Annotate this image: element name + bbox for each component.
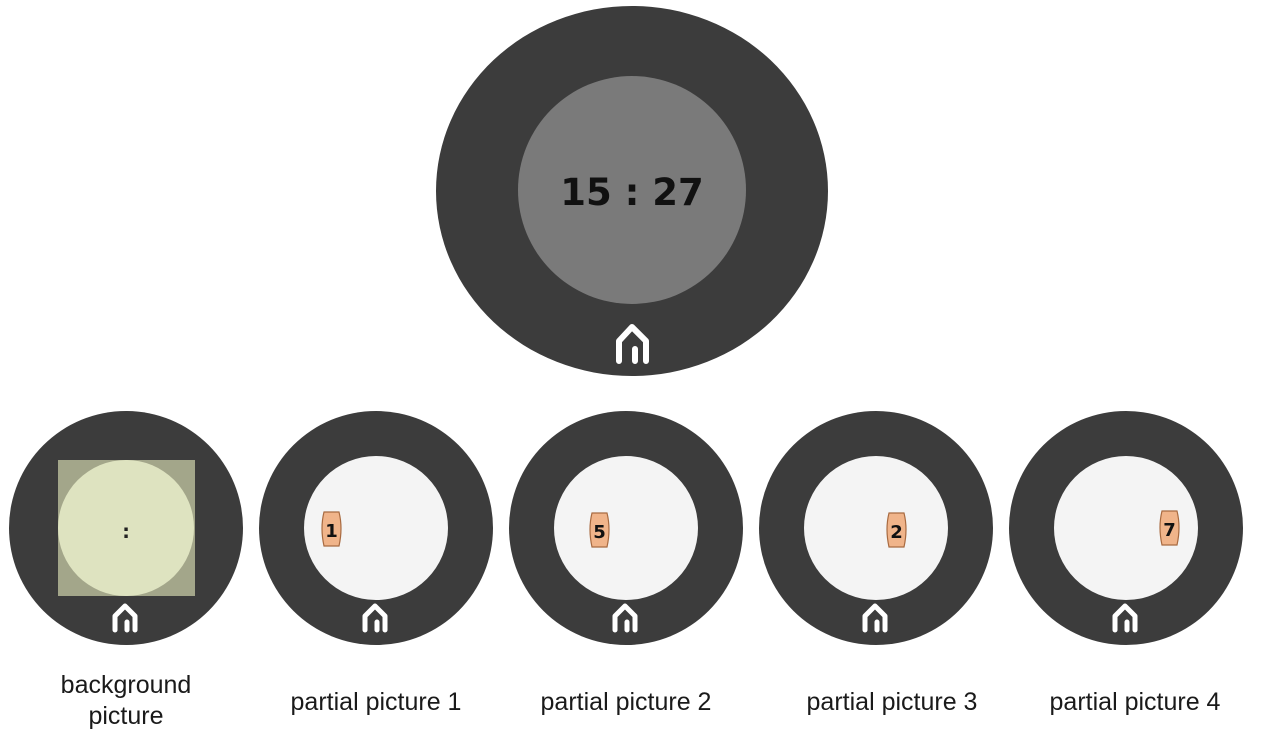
digit-label: 7 bbox=[1163, 520, 1176, 541]
home-icon bbox=[616, 324, 649, 364]
colon-symbol: : bbox=[122, 521, 130, 543]
digit-label: 5 bbox=[593, 522, 606, 543]
main-watch: 15 : 27 bbox=[436, 6, 828, 376]
home-icon bbox=[112, 603, 138, 633]
home-icon bbox=[1112, 603, 1138, 633]
home-icon bbox=[862, 603, 888, 633]
caption-partial-picture-1: partial picture 1 bbox=[290, 688, 462, 716]
partial-picture-4-watch: 7 bbox=[1009, 411, 1243, 645]
background-picture-watch: : bbox=[9, 411, 243, 645]
partial-picture-1-watch: 1 bbox=[259, 411, 493, 645]
watch-face bbox=[804, 456, 948, 600]
digit-label: 2 bbox=[890, 522, 903, 543]
partial-picture-2-watch: 5 bbox=[509, 411, 743, 645]
caption-partial-picture-2: partial picture 2 bbox=[540, 688, 712, 716]
digit-chip: 1 bbox=[321, 511, 342, 547]
main-watch-time: 15 : 27 bbox=[560, 171, 704, 214]
partial-picture-3-watch: 2 bbox=[759, 411, 993, 645]
watch-face bbox=[554, 456, 698, 600]
caption-partial-picture-3: partial picture 3 bbox=[806, 688, 978, 716]
main-watch-face bbox=[518, 76, 746, 304]
background-disc bbox=[58, 460, 194, 596]
caption-partial-picture-4: partial picture 4 bbox=[1049, 688, 1221, 716]
caption-background-picture: background picture bbox=[60, 671, 192, 730]
watch-face bbox=[304, 456, 448, 600]
home-icon bbox=[362, 603, 388, 633]
digit-label: 1 bbox=[325, 521, 338, 542]
digit-chip: 2 bbox=[886, 512, 907, 548]
watch-face bbox=[1054, 456, 1198, 600]
digit-chip: 5 bbox=[589, 512, 610, 548]
home-icon bbox=[612, 603, 638, 633]
digit-chip: 7 bbox=[1159, 510, 1180, 546]
